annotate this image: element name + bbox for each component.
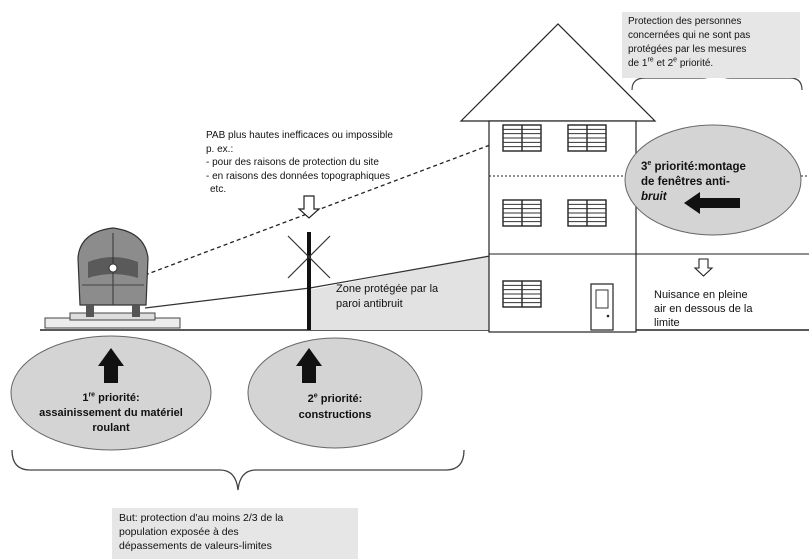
- goal-box-line1: But: protection d'au moins 2/3 de la: [119, 512, 284, 524]
- priority1-line2: assainissement du matériel: [39, 407, 183, 419]
- top-right-box: Protection des personnes concernées qui …: [622, 12, 800, 78]
- sound-line-train-to-wall: [144, 287, 311, 309]
- top-right-box-line4-suffix: priorité.: [677, 58, 714, 69]
- priority3-ellipse: [624, 124, 802, 236]
- top-right-box-line3: protégées par les mesures: [628, 44, 747, 55]
- nuisance-label-line1: Nuisance en pleine: [654, 289, 748, 301]
- priority2-sup: e: [313, 392, 318, 400]
- pab-note-line4: - en raisons des données topographiques: [206, 170, 391, 182]
- priority3-line3: bruit: [641, 191, 667, 203]
- zone-label-line1: Zone protégée par la: [336, 283, 439, 295]
- pab-note-line1: PAB plus hautes inefficaces ou impossibl…: [206, 130, 393, 141]
- priority3-prefix: 3: [641, 161, 648, 173]
- zone-label-line2: paroi antibruit: [336, 298, 403, 310]
- pab-note: PAB plus hautes inefficaces ou impossibl…: [206, 129, 393, 197]
- goal-box: But: protection d'au moins 2/3 de la pop…: [112, 508, 358, 559]
- priority3-line1: 3e priorité:montage: [641, 160, 746, 175]
- sound-line-wall-to-house: [309, 255, 491, 289]
- down-arrow-icon: [297, 195, 321, 219]
- goal-box-line3: dépassements de valeurs-limites: [119, 540, 272, 552]
- zone-label: Zone protégée par la paroi antibruit: [336, 282, 438, 312]
- priority2-prefix: 2: [307, 393, 314, 405]
- window-icon: [567, 124, 607, 152]
- window-icon: [502, 199, 542, 227]
- pab-note-line3: - pour des raisons de protection du site: [206, 157, 379, 168]
- priority1-line1: 1re priorité:: [21, 391, 201, 406]
- priority3-line1-rest: priorité:montage: [651, 161, 746, 173]
- noise-barrier-pole: [287, 232, 331, 330]
- train-icon: [44, 227, 181, 329]
- priority2-line1: 2e priorité:: [265, 391, 405, 407]
- priority2-label: 2e priorité: constructions: [265, 391, 405, 423]
- nuisance-label: Nuisance en pleine air en dessous de la …: [654, 288, 752, 330]
- door: [590, 283, 614, 331]
- priority3-label: 3e priorité:montage de fenêtres anti- br…: [641, 160, 746, 205]
- priority2-ellipse: [247, 337, 423, 449]
- priority1-sup: re: [88, 391, 96, 399]
- priority1-line1-rest: priorité:: [95, 392, 140, 404]
- nuisance-down-arrow-icon: [693, 258, 714, 277]
- window-icon: [567, 199, 607, 227]
- priority2-line1-rest: priorité:: [317, 393, 363, 405]
- priority3-sup: e: [647, 160, 652, 168]
- pab-note-line5: etc.: [210, 184, 227, 195]
- window-icon: [502, 124, 542, 152]
- top-right-box-line4: de 1re et 2e priorité.: [628, 57, 794, 71]
- nuisance-label-line3: limite: [654, 317, 680, 329]
- priority1-label: 1re priorité: assainissement du matériel…: [21, 391, 201, 436]
- top-right-box-line1: Protection des personnes: [628, 16, 742, 27]
- priority1-line3: roulant: [92, 422, 130, 434]
- bottom-bracket: [11, 449, 465, 491]
- up-arrow-icon-1: [98, 348, 124, 383]
- top-right-box-line4-mid: et 2: [653, 58, 674, 69]
- up-arrow-icon-2: [296, 348, 322, 383]
- pab-note-line2: p. ex.:: [206, 143, 234, 155]
- goal-box-line2: population exposée à des: [119, 526, 239, 538]
- priority3-line2: de fenêtres anti-: [641, 176, 730, 188]
- priority2-line2: constructions: [298, 409, 372, 421]
- top-right-box-line4-prefix: de 1: [628, 58, 648, 69]
- nuisance-label-line2: air en dessous de la: [654, 303, 753, 315]
- priority1-ellipse: [10, 335, 212, 451]
- top-right-box-line2: concernées qui ne sont pas: [628, 30, 751, 41]
- top-right-box-line4-sup2: e: [673, 56, 678, 64]
- top-right-box-line4-sup1: re: [647, 56, 654, 64]
- priority1-prefix: 1: [82, 392, 89, 404]
- window-icon: [502, 280, 542, 308]
- protected-zone: [310, 255, 490, 330]
- left-arrow-icon: [684, 192, 740, 214]
